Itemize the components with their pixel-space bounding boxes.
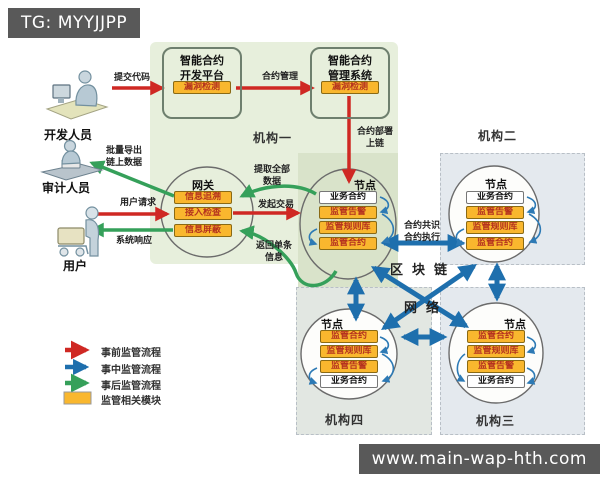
node4-title: 节点 — [321, 318, 343, 331]
legend-post-flow: 事后监管流程 — [101, 381, 161, 392]
info-trace-module: 信息追溯 — [174, 191, 232, 204]
return-single-label: 返回单条 信息 — [255, 241, 292, 263]
legend-swatches — [63, 340, 92, 405]
node4-supervision-alert: 监管告警 — [320, 360, 378, 373]
system-response-label: 系统响应 — [115, 236, 152, 246]
node1-supervision-contract: 监管合约 — [319, 237, 377, 250]
initiate-tx-label: 发起交易 — [257, 200, 294, 210]
extract-all-label: 提取全部 数据 — [253, 165, 290, 187]
node3-business-contract: 业务合约 — [467, 375, 525, 388]
node1-supervision-alert: 监管告警 — [319, 206, 377, 219]
vulnerability-detection-module-1: 漏洞检测 — [173, 81, 231, 94]
submit-code-label: 提交代码 — [113, 73, 150, 83]
network-label: 网络 — [404, 301, 449, 316]
node1-title: 节点 — [354, 179, 376, 192]
node2-business-contract: 业务合约 — [466, 191, 524, 204]
user-label: 用户 — [63, 259, 88, 273]
access-check-module: 接入检查 — [174, 207, 232, 220]
batch-export-label: 批量导出 链上数据 — [105, 146, 142, 168]
contract-mgmt-label: 合约管理 — [261, 72, 298, 82]
org3-label: 机构三 — [476, 414, 516, 428]
org4-label: 机构四 — [325, 413, 365, 427]
node3-supervision-contract: 监管合约 — [467, 330, 525, 343]
gateway-title: 网关 — [192, 179, 214, 192]
node3-title: 节点 — [504, 318, 526, 331]
telegram-watermark: TG: MYYJJPP — [8, 8, 141, 38]
node2-supervision-contract: 监管合约 — [466, 237, 524, 250]
deploy-chain-label: 合约部署 上链 — [356, 127, 393, 149]
legend-pre-flow: 事前监管流程 — [101, 348, 161, 359]
smart-contract-dev-platform: 智能合约 开发平台 — [162, 47, 242, 119]
website-watermark: www.main-wap-hth.com — [358, 444, 600, 474]
pre-supervision-arrows — [92, 80, 357, 222]
org1-label: 机构一 — [253, 131, 293, 145]
legend-mid-flow: 事中监管流程 — [101, 365, 161, 376]
node2-title: 节点 — [485, 178, 507, 191]
node4-business-contract: 业务合约 — [320, 375, 378, 388]
post-supervision-arrows — [89, 160, 338, 288]
legend-module-box: 监管相关模块 — [101, 396, 161, 407]
developer-icon — [45, 70, 109, 120]
node2-supervision-alert: 监管告警 — [466, 206, 524, 219]
auditor-label: 审计人员 — [42, 181, 91, 195]
org2-label: 机构二 — [478, 129, 518, 143]
node1-business-contract: 业务合约 — [319, 191, 377, 204]
smart-contract-mgmt-system: 智能合约 管理系统 — [310, 47, 390, 119]
developer-label: 开发人员 — [44, 128, 93, 142]
dev-platform-title: 智能合约 开发平台 — [180, 54, 224, 82]
intra-node-arrows — [308, 196, 542, 385]
legend-module-swatch — [63, 391, 92, 405]
vulnerability-detection-module-2: 漏洞检测 — [321, 81, 379, 94]
blockchain-label: 区块链 — [390, 263, 457, 278]
user-request-label: 用户请求 — [119, 198, 156, 208]
node4-rule-library: 监管规则库 — [320, 345, 378, 358]
node3-rule-library: 监管规则库 — [467, 345, 525, 358]
node4-supervision-contract: 监管合约 — [320, 330, 378, 343]
user-icon — [57, 206, 100, 257]
info-shield-module: 信息屏蔽 — [174, 224, 232, 237]
consensus-exec-label: 合约共识 合约执行 — [403, 221, 440, 243]
node2-rule-library: 监管规则库 — [466, 221, 524, 234]
mgmt-system-title: 智能合约 管理系统 — [328, 54, 372, 82]
node3-supervision-alert: 监管告警 — [467, 360, 525, 373]
node1-rule-library: 监管规则库 — [319, 221, 377, 234]
mid-supervision-arrows — [347, 234, 506, 346]
auditor-icon — [40, 139, 104, 181]
